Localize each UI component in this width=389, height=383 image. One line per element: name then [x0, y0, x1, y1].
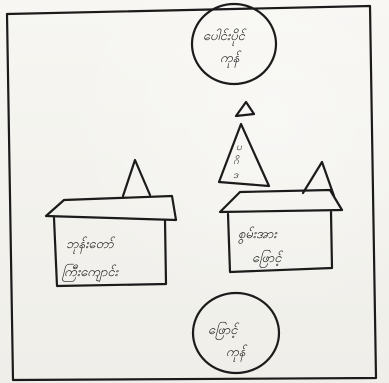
house-right-label-1: စွမ်းအား [238, 226, 279, 244]
outer-frame [7, 6, 376, 380]
circle-bottom-label-1: ဖြောင့် [208, 321, 240, 340]
circle-top-label-1: ပေါင်းပိုင် [203, 28, 247, 46]
house-right-roof [220, 190, 342, 212]
pagoda-spire [219, 124, 269, 186]
house-left-label-2: ကြီးကျောင်း [62, 263, 120, 282]
circle-top-outline [192, 4, 276, 84]
house-left-roof [46, 196, 176, 220]
circle-bottom: ဖြောင့် ကုန် [193, 293, 279, 373]
circle-bottom-label-2: ကုန် [226, 344, 248, 362]
pagoda-label-2: ဂိ [233, 155, 240, 167]
pagoda-finial [236, 102, 254, 116]
pagoda-label-1: ပ [236, 142, 242, 153]
house-left: ဘုန်းတော် ကြီးကျောင်း [46, 160, 176, 286]
house-left-roof-peak [123, 160, 150, 196]
circle-top-label-2: ကုန် [220, 50, 242, 68]
house-right-label-2: ဖြောင့် [252, 249, 284, 268]
house-left-label-1: ဘုန်းတော် [66, 236, 116, 254]
circle-top: ပေါင်းပိုင် ကုန် [192, 4, 276, 84]
pagoda-label-3: ဒ [233, 170, 239, 181]
house-right: စွမ်းအား ဖြောင့် [220, 162, 342, 272]
pagoda: ပ ဂိ ဒ [219, 102, 269, 186]
